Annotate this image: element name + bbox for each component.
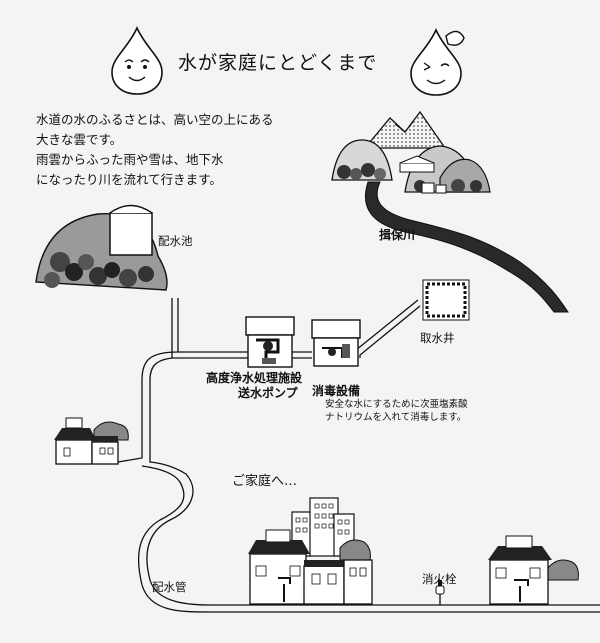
house-left [54,417,129,465]
water-drop-boy-icon [111,26,163,95]
mountain-scenery [331,110,491,194]
intake-label: 取水井 [420,331,455,345]
disinfection-building [311,319,361,367]
city-buildings [248,497,373,605]
pump-label: 送水ポンプ [238,386,298,400]
reservoir-hill [35,204,168,291]
water-pipe [117,298,600,613]
house-right [488,535,579,605]
intro-line: 水道の水のふるさとは、高い空の上にある [36,112,274,127]
intro-line: 雨雲からふった雨や雪は、地下水 [36,152,224,167]
intro-line: 大きな雲です。 [36,132,123,147]
fire-hydrant [435,580,445,595]
hydrant-label: 消火栓 [422,572,457,586]
disinfection-label: 消毒設備 [312,384,361,398]
disinfection-note: 安全な水にするために次亜塩素酸 ナトリウムを入れて消毒します。 [325,398,468,424]
treatment-plant-label: 高度浄水処理施設 [206,371,303,385]
intro-line: になったり川を流れて行きます。 [36,172,222,187]
river-label: 揖保川 [379,228,416,242]
disinfection-note-line: ナトリウムを入れて消毒します。 [325,412,467,423]
distribution-pipe-label: 配水管 [152,580,187,594]
page-title: 水が家庭にとどくまで [178,52,378,74]
treatment-plant-building [245,316,295,368]
reservoir-label: 配水池 [158,234,193,248]
intake-well [422,279,470,321]
to-home-label: ご家庭へ… [232,474,298,489]
disinfection-note-line: 安全な水にするために次亜塩素酸 [325,399,468,410]
intro-text: 水道の水のふるさとは、高い空の上にある 大きな雲です。 雨雲からふった雨や雪は、… [36,110,274,190]
water-drop-girl-icon [410,28,465,96]
river [364,181,569,313]
